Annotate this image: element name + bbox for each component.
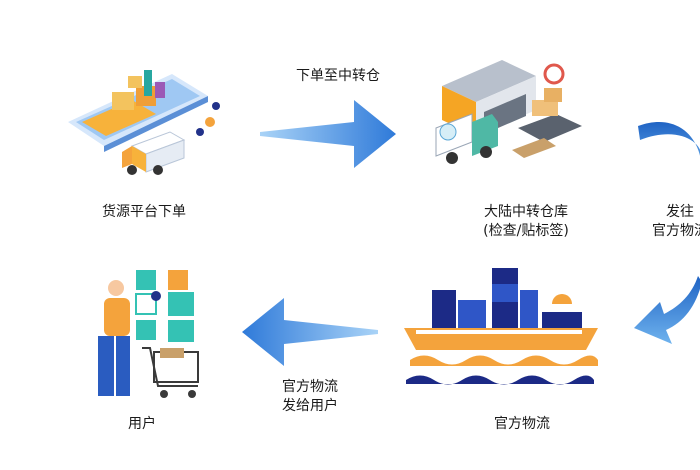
shopper-icon	[98, 270, 199, 398]
phone-platform-icon	[68, 70, 220, 152]
edge-label-ship-out-line2: 官方物流	[652, 223, 700, 239]
cargo-ship-icon	[404, 268, 598, 385]
warehouse-label: 大陆中转仓库 (检查/贴标签)	[483, 203, 569, 241]
warehouse-label-line2: (检查/贴标签)	[483, 223, 569, 239]
warehouse-label-line1: 大陆中转仓库	[483, 204, 568, 220]
edge-label-ship-out-line1: 发往	[666, 204, 694, 220]
arrow-ship-out	[634, 121, 700, 344]
warehouse-icon	[435, 60, 582, 164]
source-platform-label: 货源平台下单	[102, 204, 186, 220]
delivery-truck-icon	[122, 131, 186, 175]
edge-label-to-user-line1: 官方物流	[282, 379, 338, 395]
arrow-to-user	[242, 298, 378, 366]
edge-label-ship-out: 发往 官方物流	[652, 203, 700, 241]
user-label: 用户	[128, 416, 156, 432]
edge-label-to-warehouse: 下单至中转仓	[296, 68, 380, 84]
edge-label-to-user-line2: 发给用户	[282, 398, 338, 414]
official-logistics-label: 官方物流	[494, 416, 550, 432]
arrow-to-warehouse	[260, 100, 396, 168]
edge-label-to-user: 官方物流 发给用户	[282, 378, 338, 416]
